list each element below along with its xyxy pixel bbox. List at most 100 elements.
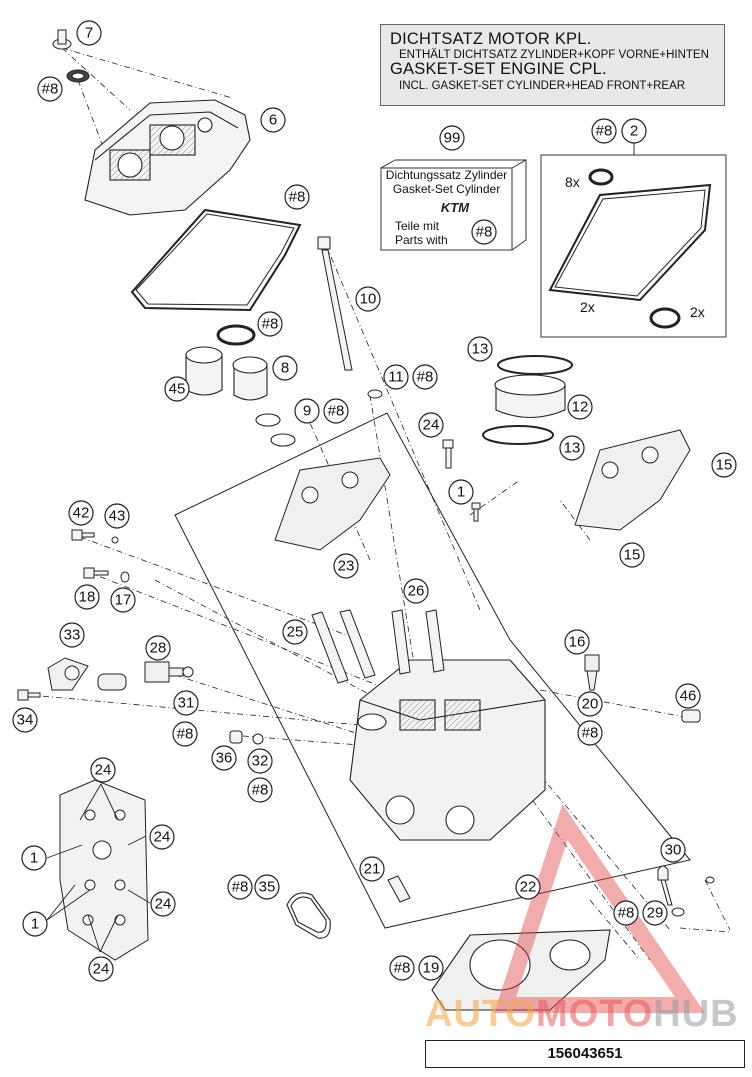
svg-text:#8: #8 xyxy=(328,403,345,420)
document-number: 156043651 xyxy=(425,1040,745,1068)
small-hardware xyxy=(17,529,701,745)
svg-text:#8: #8 xyxy=(394,960,411,977)
valve-guides-part xyxy=(311,609,445,684)
kit-line-4: Parts with xyxy=(395,233,448,248)
oring-35-part xyxy=(286,892,331,939)
watermark-part-3: HUB xyxy=(653,993,739,1035)
callout: 2 xyxy=(621,118,647,144)
svg-text:15: 15 xyxy=(716,457,733,474)
svg-text:#8: #8 xyxy=(582,725,599,742)
gasket-plate-part xyxy=(59,779,149,961)
svg-text:1: 1 xyxy=(457,484,465,501)
callout: #8 xyxy=(613,900,639,926)
svg-text:18: 18 xyxy=(79,589,96,606)
svg-text:#8: #8 xyxy=(232,879,249,896)
small-bolts xyxy=(442,439,481,522)
callout: 24 xyxy=(90,757,116,783)
callout: #8 xyxy=(227,874,253,900)
svg-text:#8: #8 xyxy=(618,905,635,922)
title-block: DICHTSATZ MOTOR KPL. ENTHÄLT DICHTSATZ Z… xyxy=(380,24,725,106)
svg-text:15: 15 xyxy=(624,547,641,564)
callout: 46 xyxy=(675,683,701,709)
callout: 42 xyxy=(68,500,94,526)
callout: 28 xyxy=(145,635,171,661)
callout: 15 xyxy=(619,542,645,568)
kit-brand-logo: KTM xyxy=(441,200,470,215)
svg-text:17: 17 xyxy=(115,592,132,609)
callout: 15 xyxy=(711,452,737,478)
callout-labels: 7 #8 6 #8 99 #8 2 10 #8 8 45 13 11 #8 12… xyxy=(12,20,737,982)
svg-text:1: 1 xyxy=(31,916,39,933)
watermark-part-1: AUTO xyxy=(425,993,536,1035)
kit-box-text: Dichtungssatz Zylinder Gasket-Set Cylind… xyxy=(381,168,512,197)
svg-text:11: 11 xyxy=(388,369,404,386)
callout: 43 xyxy=(104,503,130,529)
title-en: GASKET-SET ENGINE CPL. xyxy=(390,60,607,79)
svg-text:8: 8 xyxy=(281,360,289,377)
callout: #8 xyxy=(323,398,349,424)
svg-text:19: 19 xyxy=(423,960,440,977)
svg-text:45: 45 xyxy=(169,381,186,398)
svg-text:23: 23 xyxy=(338,558,355,575)
dowel-21-part xyxy=(387,875,411,903)
svg-text:16: 16 xyxy=(569,634,586,651)
callout: 6 xyxy=(260,107,286,133)
svg-text:24: 24 xyxy=(423,417,440,434)
callout: #8 xyxy=(389,955,415,981)
svg-text:24: 24 xyxy=(155,896,172,913)
kit-line-1: Dichtungssatz Zylinder xyxy=(385,168,508,182)
callout: 24 xyxy=(88,956,114,982)
svg-text:33: 33 xyxy=(64,627,81,644)
kit-marker-callout: #8 xyxy=(471,219,497,245)
svg-text:21: 21 xyxy=(364,861,381,878)
callout: #8 xyxy=(412,364,438,390)
svg-text:2: 2 xyxy=(630,123,638,140)
svg-text:#8: #8 xyxy=(596,123,613,140)
valve-cover-part xyxy=(84,99,251,216)
callout: 31 xyxy=(173,690,199,716)
callout: 35 xyxy=(254,874,280,900)
callout: 18 xyxy=(74,584,100,610)
head-gasket-19-part xyxy=(431,929,611,1011)
long-bolt-10-part xyxy=(317,236,383,399)
callout: #8 xyxy=(284,184,310,210)
sensor-parts xyxy=(47,654,600,691)
svg-text:10: 10 xyxy=(360,291,377,308)
svg-text:9: 9 xyxy=(303,403,311,420)
svg-text:29: 29 xyxy=(647,905,664,922)
subtitle-de: ENTHÄLT DICHTSATZ ZYLINDER+KOPF VORNE+HI… xyxy=(399,49,709,62)
svg-text:#8: #8 xyxy=(262,316,279,333)
callout: 1 xyxy=(21,845,47,871)
callout: 99 xyxy=(439,125,465,151)
svg-text:24: 24 xyxy=(95,762,112,779)
callout: 13 xyxy=(559,435,585,461)
callout: 32 xyxy=(247,748,273,774)
head-gasket-set-part xyxy=(548,168,712,329)
camshaft-carrier-right-part xyxy=(574,429,691,531)
intake-manifold-part xyxy=(482,355,573,445)
callout: 24 xyxy=(150,891,176,917)
kit-line-3: Teile mit xyxy=(395,219,440,233)
cylinder-head-part xyxy=(349,659,546,841)
callout: 24 xyxy=(149,824,175,850)
qty-2x-b: 2x xyxy=(690,304,705,320)
callout: 19 xyxy=(418,955,444,981)
svg-text:13: 13 xyxy=(564,440,581,457)
callout: 10 xyxy=(355,286,381,312)
callout: 13 xyxy=(467,336,493,362)
qty-8x: 8x xyxy=(565,174,580,190)
svg-text:13: 13 xyxy=(472,341,489,358)
valve-cover-gasket-part xyxy=(130,208,302,312)
svg-text:30: 30 xyxy=(665,842,682,859)
subtitle-en: INCL. GASKET-SET CYLINDER+HEAD FRONT+REA… xyxy=(399,79,686,92)
callout: 34 xyxy=(12,707,38,733)
watermark-part-2: MOTO xyxy=(535,993,654,1035)
svg-text:42: 42 xyxy=(73,505,90,522)
svg-text:#8: #8 xyxy=(289,189,306,206)
callout: 1 xyxy=(448,479,474,505)
svg-text:36: 36 xyxy=(216,750,233,767)
callout: 12 xyxy=(567,394,593,420)
svg-text:32: 32 xyxy=(252,753,269,770)
svg-text:43: 43 xyxy=(109,508,126,525)
